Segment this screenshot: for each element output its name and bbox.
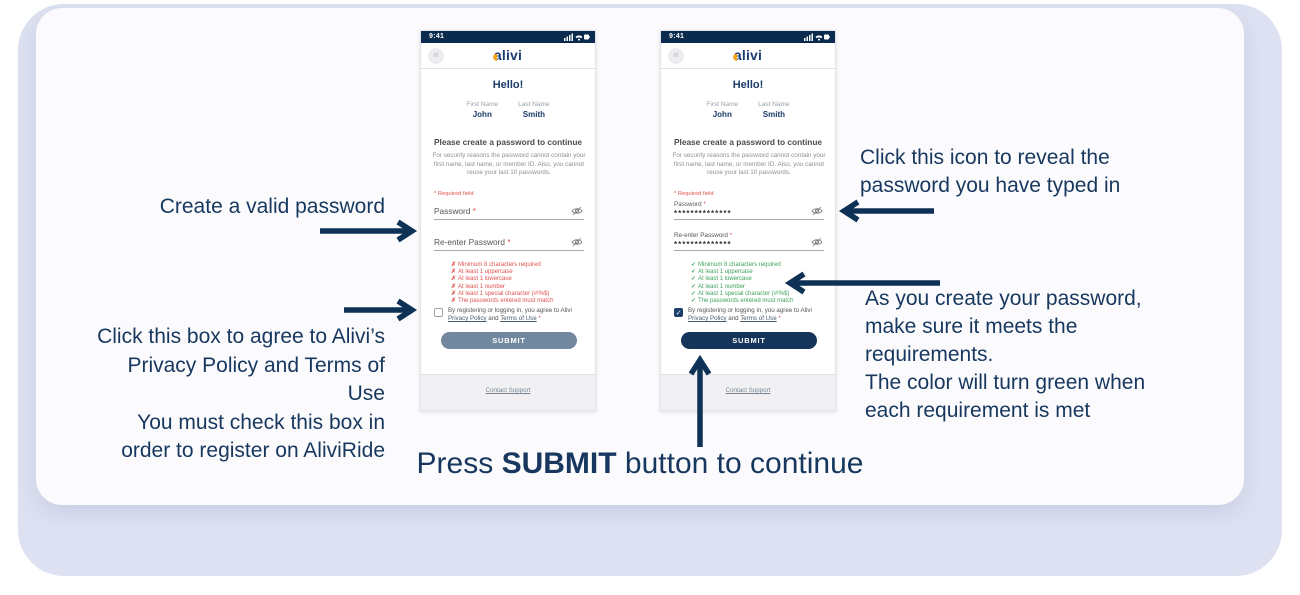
annotation-create-password: Create a valid password [159,195,385,218]
annotation-press-submit: Press SUBMIT button to continue [416,447,864,480]
greeting-heading: Hello! [492,79,524,91]
terms-of-use-link[interactable]: Terms of Use [740,315,777,323]
requirement-item: ✓Minimum 8 characters required [691,262,781,268]
reveal-password-icon[interactable] [811,237,823,247]
last-name-label: Last Name [758,101,790,108]
back-button[interactable]: « [428,48,444,64]
agreement-text: By registering or logging in, you agree … [688,307,812,323]
requirement-item: ✗Minimum 8 characters required [451,262,541,268]
reveal-password-icon[interactable] [571,206,583,216]
requirement-item: ✗At least 1 number [451,283,506,290]
logo-accent [732,54,737,61]
agree-checkbox[interactable] [434,308,443,317]
requirement-item: ✓At least 1 lowercase [691,276,752,283]
requirement-item: ✓At least 1 special character (#!%$) [691,290,790,297]
first-name-value: John [712,110,732,119]
agree-checkbox[interactable]: ✓ [674,308,683,317]
cross-icon: ✗ [451,269,457,276]
check-icon: ✓ [691,290,697,297]
submit-button[interactable]: SUBMIT [441,332,577,349]
reveal-password-icon[interactable] [571,237,583,247]
cross-icon: ✗ [451,276,457,283]
terms-of-use-link[interactable]: Terms of Use [500,315,537,323]
first-name-label: First Name [706,101,739,108]
greeting-heading: Hello! [732,79,764,91]
contact-support-link[interactable]: Contact Support [485,387,531,394]
app-header: « alivi [421,43,595,69]
status-time: 9:41 [669,33,685,40]
requirement-item: ✓At least 1 uppercase [691,269,753,276]
annotation-requirements: As you create your password, make sure i… [865,287,1146,422]
reenter-password-field[interactable]: Re-enter Password * [434,232,584,251]
reenter-password-label: Re-enter Password * [434,237,511,247]
status-icons [804,33,830,41]
submit-button[interactable]: SUBMIT [681,332,817,349]
last-name-value: Smith [522,110,545,119]
first-name-label: First Name [466,101,499,108]
required-field-note: * Required field [674,191,714,197]
agreement-row: By registering or logging in, you agree … [434,307,586,323]
last-name-value: Smith [762,110,785,119]
status-bar: 9:41 [661,31,835,43]
privacy-policy-link[interactable]: Privacy Policy [688,315,727,323]
phone-footer: Contact Support [421,374,595,410]
agreement-text: By registering or logging in, you agree … [448,307,572,323]
create-password-title: Please create a password to continue [433,137,582,147]
contact-support-link[interactable]: Contact Support [725,387,771,394]
required-field-note: * Required field [434,191,474,197]
back-button[interactable]: « [668,48,684,64]
logo-accent [492,54,497,61]
password-rules-subtitle: For security reasons the password cannot… [672,152,826,177]
agreement-row: ✓ By registering or logging in, you agre… [674,307,826,323]
password-field[interactable]: Password * ************** [674,201,824,220]
password-label: Password * [434,206,476,216]
check-icon: ✓ [691,269,697,276]
phone-footer: Contact Support [661,374,835,410]
app-logo: alivi [492,47,523,63]
password-field[interactable]: Password * [434,201,584,220]
check-icon: ✓ [691,283,697,290]
password-requirements: ✗Minimum 8 characters required✗At least … [451,262,553,305]
cross-icon: ✗ [451,283,457,290]
requirement-item: ✗At least 1 uppercase [451,269,513,276]
first-name-value: John [472,110,492,119]
last-name-label: Last Name [518,101,550,108]
password-label: Password * [674,201,706,208]
annotation-agree-checkbox: Click this box to agree to Alivi’s Priva… [97,325,385,462]
annotation-reveal-password: Click this icon to reveal the password y… [860,146,1121,197]
reenter-password-value: ************** [674,240,732,249]
status-time: 9:41 [429,33,445,40]
requirement-item: ✓The passwords entered must match [691,298,794,305]
check-icon: ✓ [691,298,697,305]
requirement-item: ✗At least 1 special character (#!%$) [451,290,550,297]
app-logo: alivi [732,47,763,63]
cross-icon: ✗ [451,290,457,297]
reveal-password-icon[interactable] [811,206,823,216]
password-value: ************** [674,209,732,218]
cross-icon: ✗ [451,298,457,305]
requirement-item: ✗The passwords entered must match [451,298,554,305]
check-icon: ✓ [691,276,697,283]
app-header: « alivi [661,43,835,69]
requirement-item: ✓At least 1 number [691,283,746,290]
check-icon: ✓ [691,262,697,268]
status-bar: 9:41 [421,31,595,43]
status-icons [564,33,590,41]
content-card [36,8,1244,505]
privacy-policy-link[interactable]: Privacy Policy [448,315,487,323]
cross-icon: ✗ [451,262,457,268]
password-rules-subtitle: For security reasons the password cannot… [432,152,586,177]
reenter-password-field[interactable]: Re-enter Password * ************** [674,232,824,251]
password-requirements: ✓Minimum 8 characters required✓At least … [691,262,793,305]
create-password-title: Please create a password to continue [673,137,822,147]
requirement-item: ✗At least 1 lowercase [451,276,512,283]
reenter-password-label: Re-enter Password * [674,232,733,239]
